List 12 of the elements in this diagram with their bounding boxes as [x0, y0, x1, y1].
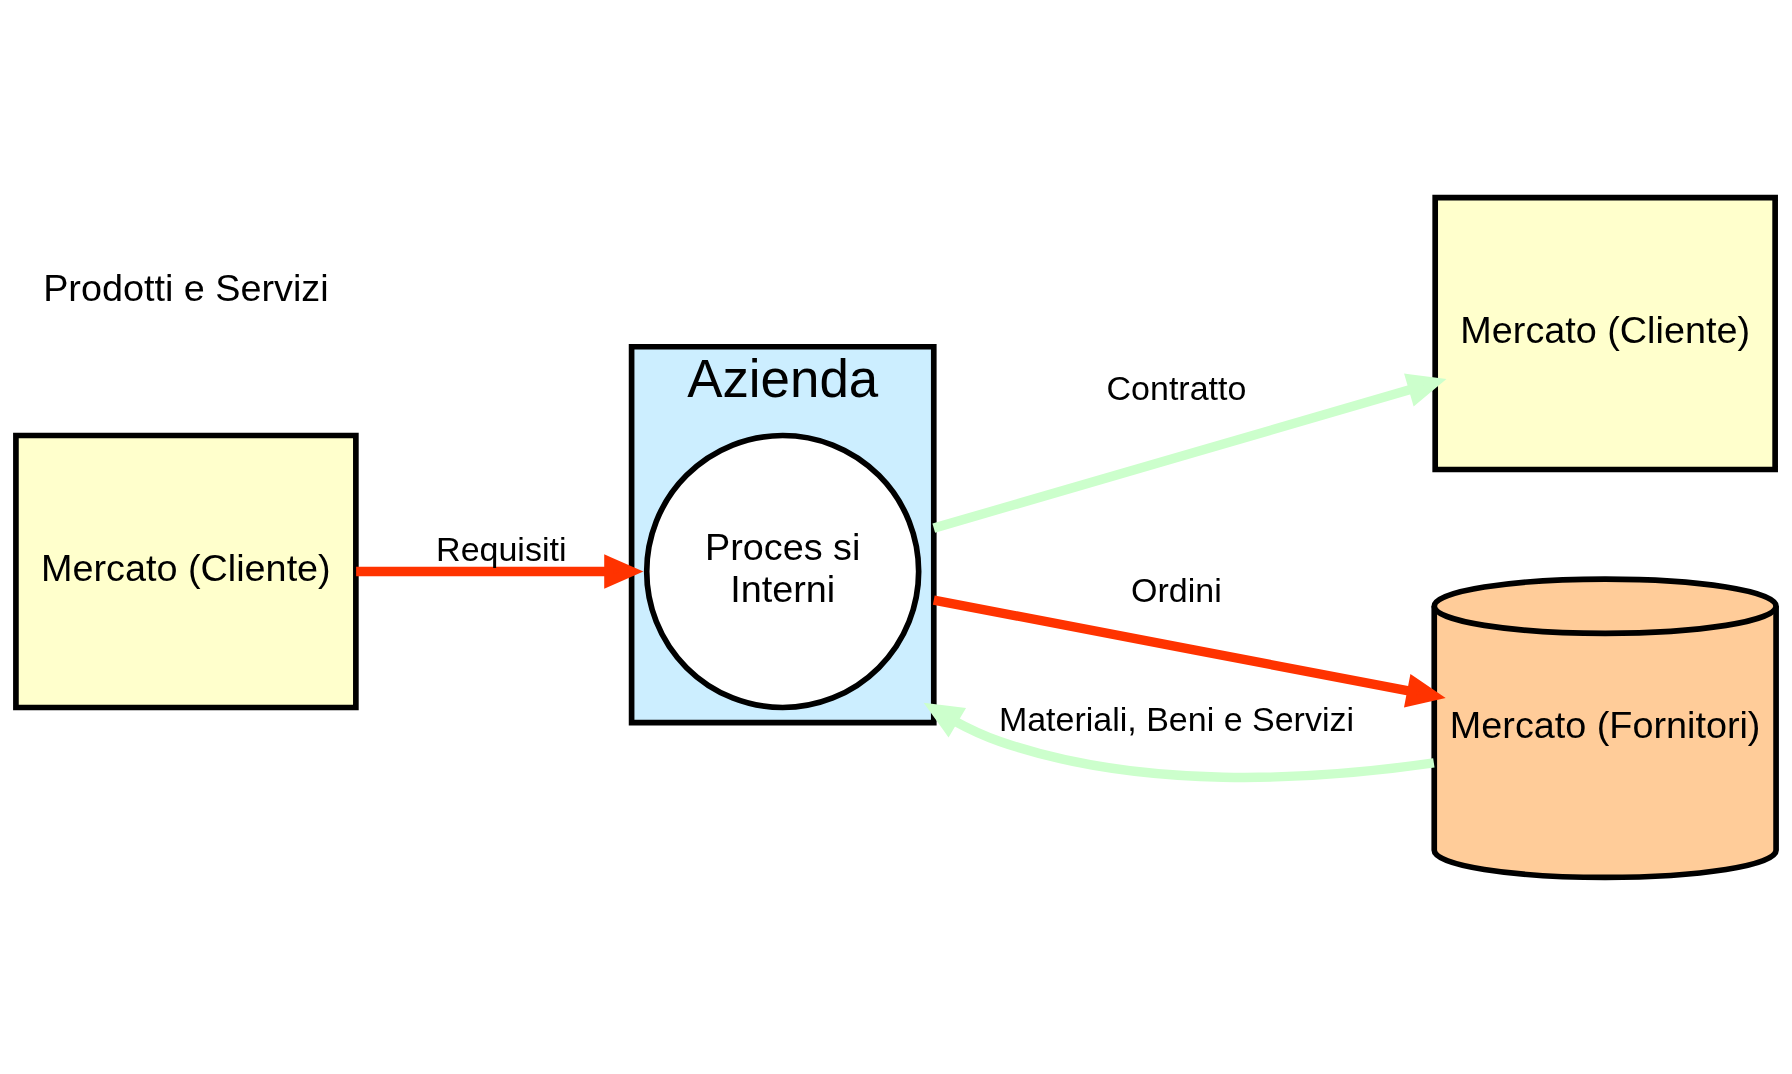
node-box: Mercato (Cliente) — [13, 432, 359, 710]
node-box: Mercato (Cliente) — [1432, 194, 1778, 472]
arrow — [932, 373, 1447, 533]
arrow — [356, 553, 644, 589]
node-circle: Proces si Interni — [643, 432, 922, 710]
edge-label: Materiali, Beni e Servizi — [998, 699, 1354, 738]
edge-label: Requisiti — [436, 529, 567, 568]
edge-label: Contratto — [1106, 368, 1247, 407]
arrow — [923, 702, 1435, 782]
label: Prodotti e Servizi — [43, 266, 329, 309]
arrow — [932, 594, 1446, 708]
edge-label: Ordini — [1131, 570, 1222, 609]
